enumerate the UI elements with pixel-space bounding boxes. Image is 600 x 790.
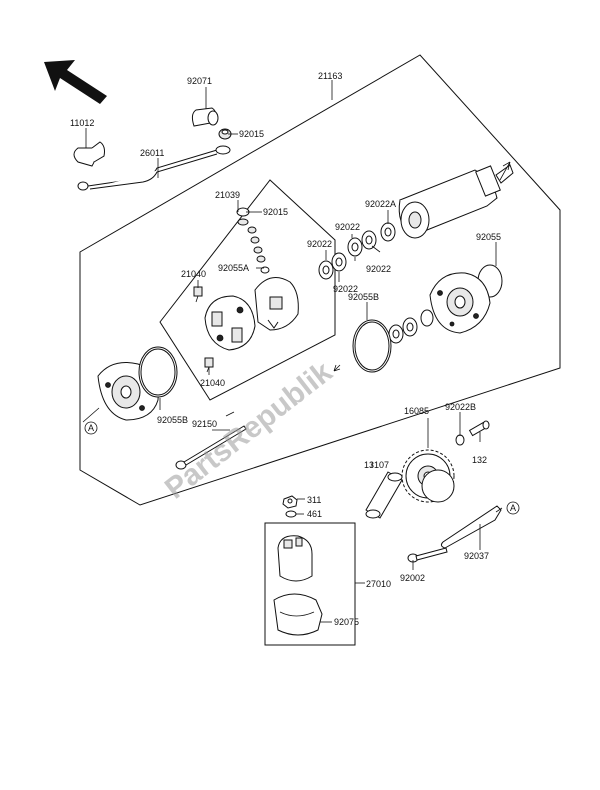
assembly-outline-27010 — [264, 522, 356, 646]
label-461: 461 — [307, 509, 322, 519]
leader-lines — [82, 80, 503, 623]
insulator-stack-92015 — [236, 207, 270, 274]
shaft-13107 — [365, 471, 403, 519]
orientation-arrow-icon — [44, 60, 107, 104]
label-92037: 92037 — [464, 551, 489, 561]
label-92055: 92055 — [476, 232, 501, 242]
through-bolt-92150 — [175, 425, 247, 470]
label-21040-bottom: 21040 — [200, 378, 225, 388]
cap-92071-part — [191, 107, 219, 127]
label-132: 132 — [472, 455, 487, 465]
label-21039: 21039 — [215, 190, 240, 200]
assembly-outline-21039 — [159, 179, 336, 401]
label-92015-inner: 92015 — [263, 207, 288, 217]
starter-motor-body — [398, 164, 514, 239]
label-21040-top: 21040 — [181, 269, 206, 279]
label-92022-d: 92022 — [333, 284, 358, 294]
label-92022B: 92022B — [445, 402, 476, 412]
label-13107: 13107 — [364, 460, 389, 470]
label-92150: 92150 — [192, 419, 217, 429]
label-16085: 16085 — [404, 406, 429, 416]
lead-wire-26011 — [77, 145, 231, 191]
washers-cover-stack — [388, 309, 434, 344]
bolt-132 — [468, 420, 490, 437]
bolt-92002 — [407, 547, 448, 563]
boot-cap-part — [73, 141, 105, 167]
washer-92022B — [455, 434, 465, 446]
label-92055A: 92055A — [218, 263, 249, 273]
watermark-text: PartsRepublik — [159, 355, 339, 505]
washer-92022-1 — [361, 230, 377, 250]
label-11012: 11012 — [70, 118, 94, 128]
brush-holder-assembly — [204, 277, 299, 351]
washer-461 — [285, 510, 297, 518]
nut-311 — [282, 495, 298, 509]
label-92002: 92002 — [400, 573, 425, 583]
washer-92022-4 — [318, 260, 334, 280]
band-92037 — [440, 505, 502, 549]
label-92022-c: 92022 — [366, 264, 391, 274]
label-92055B-left: 92055B — [157, 415, 188, 425]
direction-arrows — [225, 161, 511, 417]
solenoid-top-part — [277, 535, 313, 582]
label-92075: 92075 — [334, 617, 359, 627]
gear-16085 — [401, 449, 455, 503]
label-92022A: 92022A — [365, 199, 396, 209]
washer-92022-2 — [347, 237, 363, 257]
label-92055B-mid: 92055B — [348, 292, 379, 302]
label-26011: 26011 — [140, 148, 164, 158]
label-21163: 21163 — [318, 71, 342, 81]
label-92022-b: 92022 — [307, 239, 332, 249]
ref-a-left-text: A — [88, 423, 94, 433]
washer-92022-3 — [331, 252, 347, 272]
ref-marker-A-right: A — [506, 501, 520, 515]
label-311: 311 — [307, 495, 321, 505]
label-92022-a: 92022 — [335, 222, 360, 232]
washer-92022A — [380, 222, 396, 242]
brush-21040-top — [193, 286, 203, 303]
ref-a-right-text: A — [510, 503, 516, 513]
end-cover-right — [429, 272, 491, 334]
label-27010: 27010 — [366, 579, 391, 589]
label-92015-top: 92015 — [239, 129, 264, 139]
ref-marker-A-left: A — [84, 421, 98, 435]
label-92071: 92071 — [187, 76, 212, 86]
assembly-outline-21163 — [79, 54, 561, 506]
solenoid-cover-92075 — [273, 593, 323, 636]
